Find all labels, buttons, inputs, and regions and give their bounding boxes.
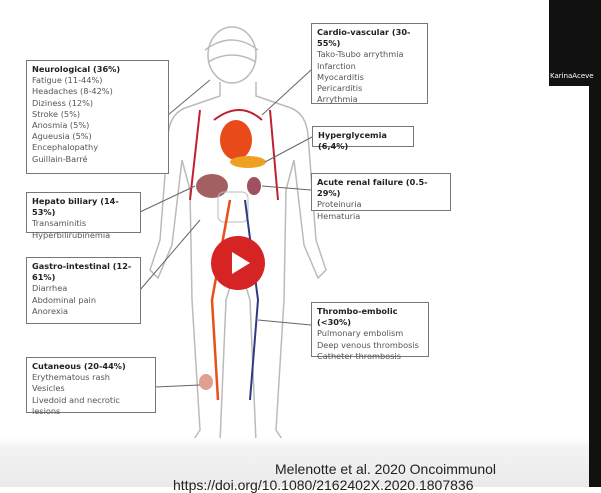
box-item: Pericarditis xyxy=(317,83,363,94)
box-item: Diziness (12%) xyxy=(32,97,94,108)
side-black-bar xyxy=(589,86,601,487)
box-item: Erythematous rash xyxy=(32,372,110,383)
box-title: Acute renal failure (0.5-29%) xyxy=(317,177,428,199)
box-item: Tako-Tsubo arrythmia xyxy=(317,49,404,60)
box-title: Neurological (36%) xyxy=(32,64,121,74)
box-item: Diarrhea xyxy=(32,283,68,294)
hyperglycemia-box: Hyperglycemia (6,4%) xyxy=(312,126,414,151)
box-item: Encephalopathy xyxy=(32,142,99,153)
box-item: Anorexia xyxy=(32,305,69,316)
doi-link[interactable]: https://doi.org/10.1080/2162402X.2020.18… xyxy=(173,477,474,493)
hepato-biliary-box: Hepato biliary (14-53%) Transaminitis Hy… xyxy=(26,192,141,240)
box-item: Anosmia (5%) xyxy=(32,120,90,131)
box-title: Thrombo-embolic (<30%) xyxy=(317,306,398,328)
box-title: Hepato biliary (14-53%) xyxy=(32,196,119,218)
box-item: Transaminitis xyxy=(32,218,87,229)
box-item: Pulmonary embolism xyxy=(317,328,404,339)
neurological-box: Neurological (36%) Fatigue (11-44%) Head… xyxy=(26,60,169,174)
box-item: Vesicles xyxy=(32,383,65,394)
box-item: Livedoid and necrotic lesions xyxy=(32,394,120,416)
box-item: Agueusia (5%) xyxy=(32,131,92,142)
box-item: Headaches (8-42%) xyxy=(32,86,113,97)
box-title: Cardio-vascular (30-55%) xyxy=(317,27,411,49)
box-title: Gastro-intestinal (12-61%) xyxy=(32,261,132,283)
box-title: Hyperglycemia (6,4%) xyxy=(318,130,387,152)
box-item: Deep venous thrombosis xyxy=(317,339,419,350)
gastro-intestinal-box: Gastro-intestinal (12-61%) Diarrhea Abdo… xyxy=(26,257,141,324)
box-item: Catheter thrombosis xyxy=(317,350,401,361)
cutaneous-box: Cutaneous (20-44%) Erythematous rash Ves… xyxy=(26,357,156,416)
thrombo-embolic-box: Thrombo-embolic (<30%) Pulmonary embolis… xyxy=(311,302,429,361)
box-title: Cutaneous (20-44%) xyxy=(32,361,126,371)
box-item: Arrythmia xyxy=(317,94,358,105)
box-item: Stroke (5%) xyxy=(32,108,81,119)
box-item: Proteinuria xyxy=(317,199,362,210)
box-item: Abdominal pain xyxy=(32,294,97,305)
box-item: Infarction xyxy=(317,60,356,71)
cardio-vascular-box: Cardio-vascular (30-55%) Tako-Tsubo arry… xyxy=(311,23,428,104)
participant-name: KarinaAceve xyxy=(550,72,594,80)
box-item: Hematuria xyxy=(317,210,361,221)
box-item: Fatigue (11-44%) xyxy=(32,75,103,86)
box-item: Hyperbilirubinemia xyxy=(32,229,111,240)
citation-text: Melenotte et al. 2020 Oncoimmunol xyxy=(275,461,497,477)
slide-footer xyxy=(0,438,601,487)
box-item: Myocarditis xyxy=(317,71,364,82)
play-button[interactable] xyxy=(211,236,265,290)
webcam-thumbnail[interactable]: KarinaAceve xyxy=(549,0,601,86)
box-item: Guillain-Barré xyxy=(32,153,88,164)
acute-renal-failure-box: Acute renal failure (0.5-29%) Proteinuri… xyxy=(311,173,451,221)
